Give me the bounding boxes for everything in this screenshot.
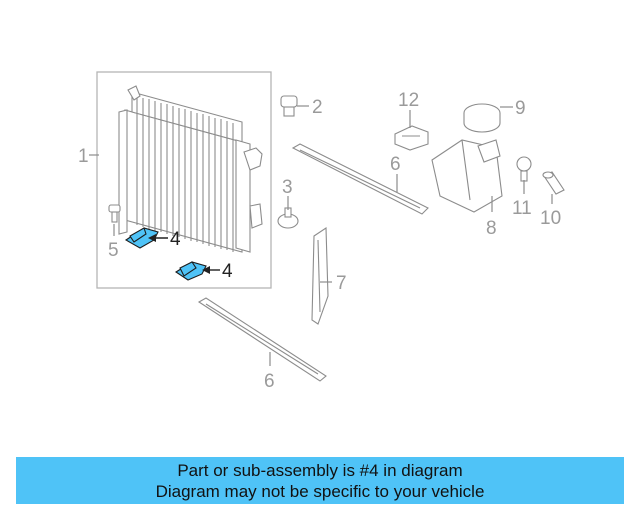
- part-8-expansion-tank: [431, 139, 503, 213]
- part-5-clip: [108, 204, 121, 223]
- part-3-mount: [277, 207, 299, 229]
- callout-2: 2: [312, 97, 323, 118]
- part-12-bracket: [394, 125, 429, 151]
- callout-9: 9: [515, 98, 526, 119]
- leader-4-lower: [202, 266, 220, 274]
- part-6-upper-strip: [291, 143, 429, 215]
- part-4-bracket-upper: [124, 227, 159, 249]
- part-7-bracket: [311, 226, 329, 325]
- caption-line-1: Part or sub-assembly is #4 in diagram: [177, 461, 463, 480]
- part-2-plug: [280, 95, 298, 117]
- leader-4-upper: [148, 234, 168, 242]
- caption-banner: Part or sub-assembly is #4 in diagram Di…: [16, 457, 624, 504]
- part-9-cap: [463, 103, 501, 133]
- part-4-bracket-lower: [174, 261, 207, 281]
- callout-7: 7: [336, 273, 347, 294]
- callout-6-lower: 6: [264, 371, 275, 392]
- radiator-drawing: [118, 85, 263, 253]
- callout-11: 11: [512, 198, 532, 219]
- callout-3: 3: [282, 177, 293, 198]
- caption-line-2: Diagram may not be specific to your vehi…: [155, 482, 485, 501]
- callout-10: 10: [540, 208, 561, 229]
- part-11-sensor: [516, 156, 532, 182]
- callout-6-upper: 6: [390, 154, 401, 175]
- part-6-lower-strip: [197, 297, 327, 382]
- callout-5: 5: [108, 240, 119, 261]
- callout-8: 8: [486, 218, 497, 239]
- callout-4-lower: 4: [222, 261, 233, 282]
- callout-12: 12: [398, 90, 419, 111]
- callout-1: 1: [78, 146, 89, 167]
- radiator-group-frame: [96, 71, 272, 289]
- callout-4-upper: 4: [170, 229, 181, 250]
- part-10-connector: [542, 171, 565, 195]
